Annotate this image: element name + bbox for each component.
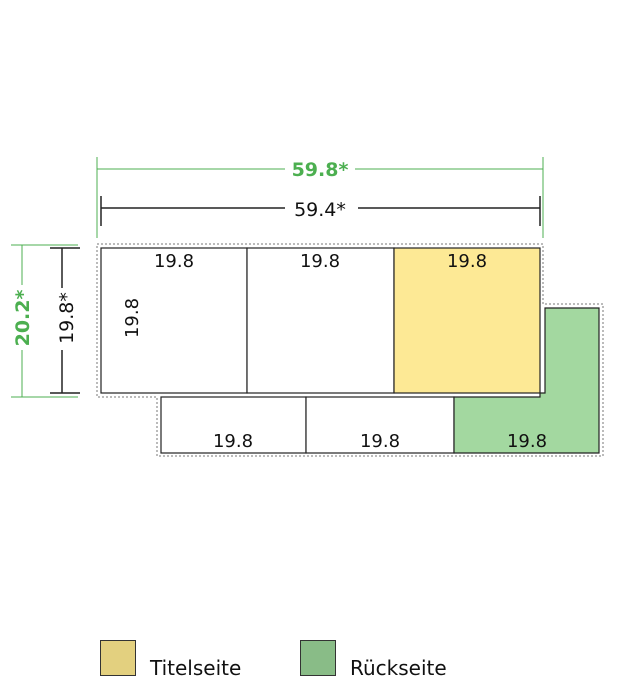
panel-title-page (393, 247, 541, 394)
legend-swatch-back-page (300, 640, 336, 676)
legend-swatch-title-page (100, 640, 136, 676)
panel-top-left-label: 19.8 (154, 251, 194, 272)
inner-width-label: 59.4* (294, 199, 346, 221)
outer-height-label: 20.2* (12, 290, 34, 347)
outer-width-dimension: 59.8* (96, 157, 544, 238)
panel-top-middle (246, 247, 395, 394)
panel-bottom-left-label: 19.8 (213, 431, 253, 452)
panel-top-left-side-label: 19.8 (122, 298, 143, 338)
inner-height-label: 19.8* (56, 292, 78, 344)
legend-item-title-page: Titelseite (100, 640, 242, 680)
legend-label-title-page: Titelseite (150, 656, 242, 680)
legend-label-back-page: Rückseite (350, 656, 447, 680)
bleed-outline (96, 243, 604, 457)
panel-bottom-middle (305, 396, 455, 454)
outer-width-label: 59.8* (292, 159, 349, 181)
panel-bottom-middle-label: 19.8 (360, 431, 400, 452)
panel-back-page-label: 19.8 (507, 431, 547, 452)
outer-height-dimension: 20.2* (11, 244, 78, 398)
legend-item-back-page: Rückseite (300, 640, 447, 680)
panel-title-page-label: 19.8 (447, 251, 487, 272)
inner-width-dimension: 59.4* (100, 196, 541, 226)
panel-top-middle-label: 19.8 (300, 251, 340, 272)
panel-back-page (453, 307, 600, 454)
inner-height-dimension: 19.8* (50, 247, 80, 394)
